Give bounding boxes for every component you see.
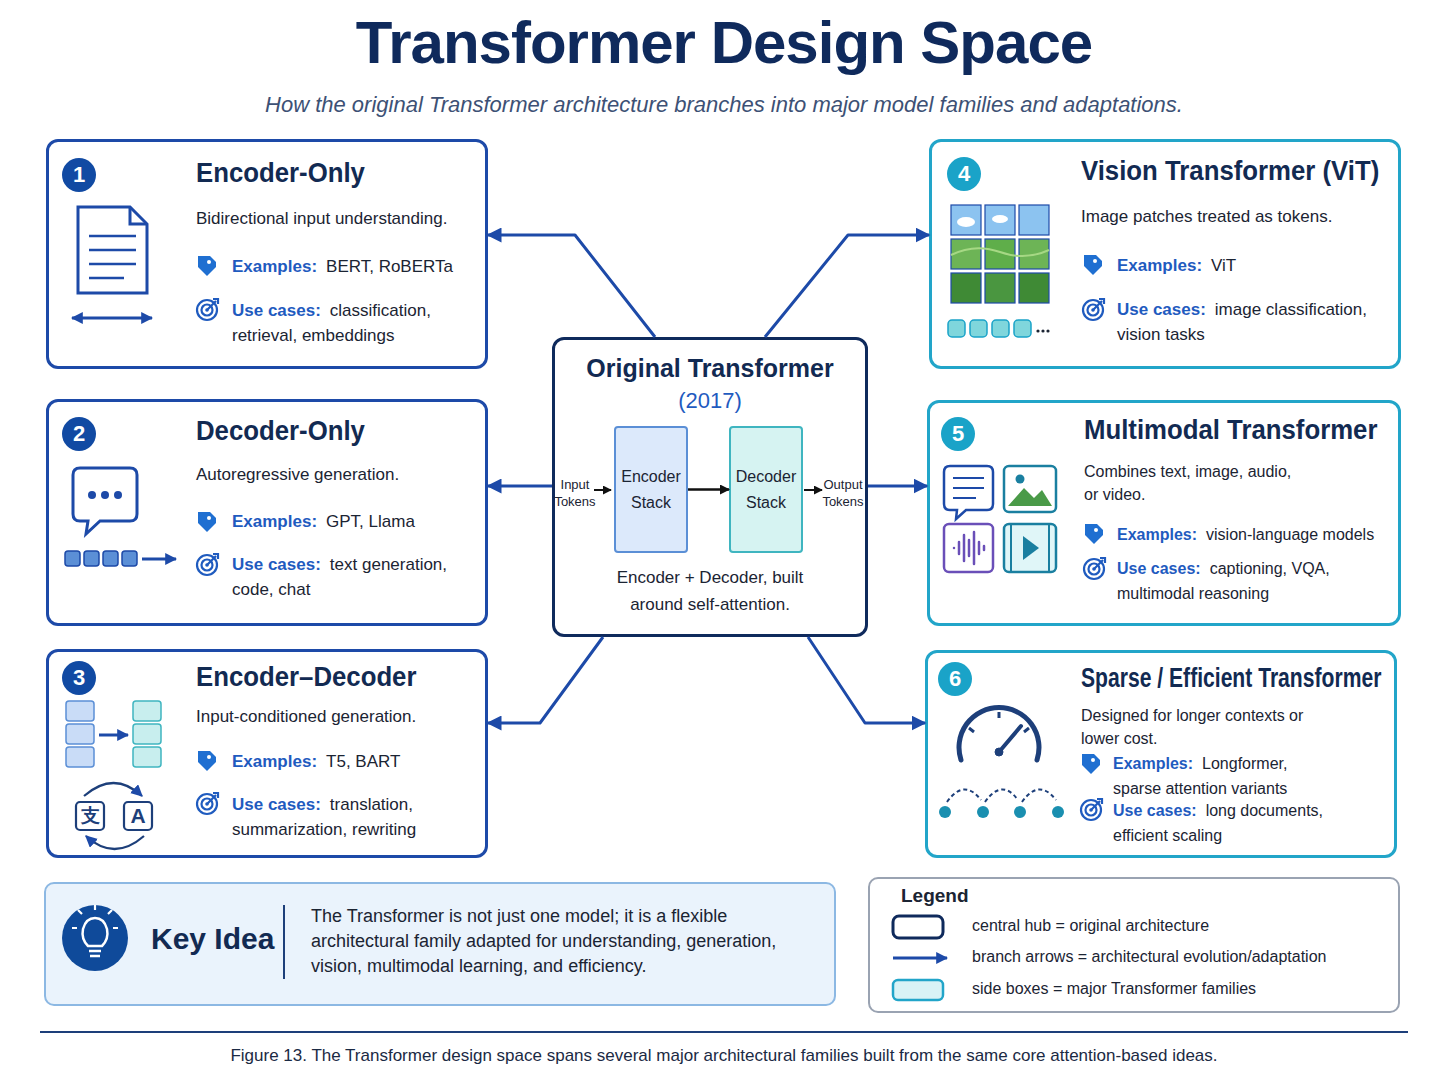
key-idea-box: Key Idea The Transformer is not just one … xyxy=(44,882,836,1006)
legend-heading: Legend xyxy=(901,885,969,907)
examples-row: Examples: GPT, Llama xyxy=(232,509,482,534)
legend-entry: central hub = original architecture xyxy=(972,917,1209,935)
examples-row: Examples: BERT, RoBERTa xyxy=(232,254,482,279)
use-cases-row: Use cases:captioning, VQA, multimodal re… xyxy=(1117,556,1367,606)
subtitle: How the original Transformer architectur… xyxy=(0,92,1448,118)
use-cases-label: Use cases: xyxy=(232,795,321,814)
examples-label: Examples: xyxy=(232,512,317,531)
family-title: Encoder–Decoder xyxy=(196,661,416,693)
use-cases-row: Use cases:classification, retrieval, emb… xyxy=(232,298,482,348)
examples-row: Examples: vision-language models xyxy=(1117,522,1387,547)
hub-description: Encoder + Decoder, built around self-att… xyxy=(590,564,830,618)
family-box: 2 Decoder-OnlyAutoregressive generation. E… xyxy=(46,399,488,626)
figure-caption: Figure 13. The Transformer design space … xyxy=(0,1046,1448,1066)
stack-connector xyxy=(688,488,729,491)
use-cases-label: Use cases: xyxy=(1117,300,1206,319)
translation-glyph: 支 xyxy=(76,804,104,828)
examples-value: BERT, RoBERTa xyxy=(326,257,453,276)
family-box: 5 Multimodal TransformerCombines text, im… xyxy=(927,400,1401,626)
branch-arrow xyxy=(765,235,929,337)
stack-label: Decoder Stack xyxy=(731,464,801,516)
family-description: Bidirectional input understanding. xyxy=(196,207,486,230)
diagram-title: Transformer Design Space xyxy=(0,8,1448,77)
family-box: 3 Encoder–DecoderInput-conditioned genera… xyxy=(46,649,488,858)
family-box: 4 Vision Transformer (ViT) Image patches t… xyxy=(929,139,1401,369)
family-description: Combines text, image, audio, or video. xyxy=(1084,460,1294,506)
encoder-stack: Encoder Stack xyxy=(614,426,688,553)
examples-label: Examples: xyxy=(232,752,317,771)
branch-arrow xyxy=(868,485,927,488)
family-description: Input-conditioned generation. xyxy=(196,705,486,728)
examples-value: vision-language models xyxy=(1206,526,1374,543)
examples-row: Examples:Longformer, sparse attention va… xyxy=(1113,751,1328,801)
translation-glyph: A xyxy=(124,804,152,828)
branch-arrow xyxy=(808,637,925,723)
family-box: 1 Encoder-OnlyBidirectional input underst… xyxy=(46,139,488,369)
family-title: Vision Transformer (ViT) xyxy=(1081,155,1379,187)
examples-row: Examples: T5, BART xyxy=(232,749,482,774)
family-title: Encoder-Only xyxy=(196,157,365,189)
legend-entry: side boxes = major Transformer families xyxy=(972,980,1256,998)
use-cases-row: Use cases:text generation, code, chat xyxy=(232,552,482,602)
family-description: Designed for longer contexts or lower co… xyxy=(1081,704,1321,750)
use-cases-row: Use cases:image classification, vision t… xyxy=(1117,297,1402,347)
hub-year: (2017) xyxy=(555,388,865,414)
examples-value: GPT, Llama xyxy=(326,512,415,531)
caption-rule xyxy=(40,1031,1408,1033)
family-box: 6 Sparse / Efficient TransformerDesigned … xyxy=(925,650,1397,858)
callout-number: 5 xyxy=(941,417,975,451)
family-title: Decoder-Only xyxy=(196,415,365,447)
use-cases-label: Use cases: xyxy=(232,301,321,320)
examples-value: T5, BART xyxy=(326,752,400,771)
callout-number: 4 xyxy=(947,157,981,191)
legend-entry: branch arrows = architectural evolution/… xyxy=(972,948,1326,966)
examples-label: Examples: xyxy=(232,257,317,276)
callout-number: 1 xyxy=(62,158,96,192)
input-tokens-label: Input Tokens xyxy=(553,476,597,510)
central-hub: Original Transformer (2017) Encoder + Deco… xyxy=(552,337,868,637)
hub-title: Original Transformer xyxy=(555,354,865,383)
stack-label: Encoder Stack xyxy=(616,464,686,516)
branch-arrow xyxy=(488,235,655,337)
branch-arrow xyxy=(488,637,603,723)
family-title: Multimodal Transformer xyxy=(1084,414,1377,446)
callout-number: 3 xyxy=(62,661,96,695)
examples-label: Examples: xyxy=(1113,755,1193,772)
examples-row: Examples: ViT xyxy=(1117,253,1387,278)
family-title: Sparse / Efficient Transformer xyxy=(1081,662,1381,694)
use-cases-label: Use cases: xyxy=(232,555,321,574)
key-idea-text: The Transformer is not just one model; i… xyxy=(311,904,816,979)
use-cases-label: Use cases: xyxy=(1117,560,1201,577)
use-cases-row: Use cases:translation, summarization, re… xyxy=(232,792,482,842)
key-idea-heading: Key Idea xyxy=(151,922,274,956)
callout-number: 2 xyxy=(62,417,96,451)
family-description: Autoregressive generation. xyxy=(196,463,486,486)
output-tokens-label: Output Tokens xyxy=(820,476,866,510)
examples-label: Examples: xyxy=(1117,526,1197,543)
branch-arrow xyxy=(488,485,552,488)
legend-box: Legendcentral hub = original architectur… xyxy=(868,877,1400,1013)
examples-label: Examples: xyxy=(1117,256,1202,275)
examples-value: ViT xyxy=(1211,256,1236,275)
callout-number: 6 xyxy=(938,662,972,696)
decoder-stack: Decoder Stack xyxy=(729,426,803,553)
family-description: Image patches treated as tokens. xyxy=(1081,205,1381,228)
use-cases-row: Use cases:long documents, efficient scal… xyxy=(1113,798,1348,848)
use-cases-label: Use cases: xyxy=(1113,802,1197,819)
caption-rule xyxy=(40,1032,1408,1033)
